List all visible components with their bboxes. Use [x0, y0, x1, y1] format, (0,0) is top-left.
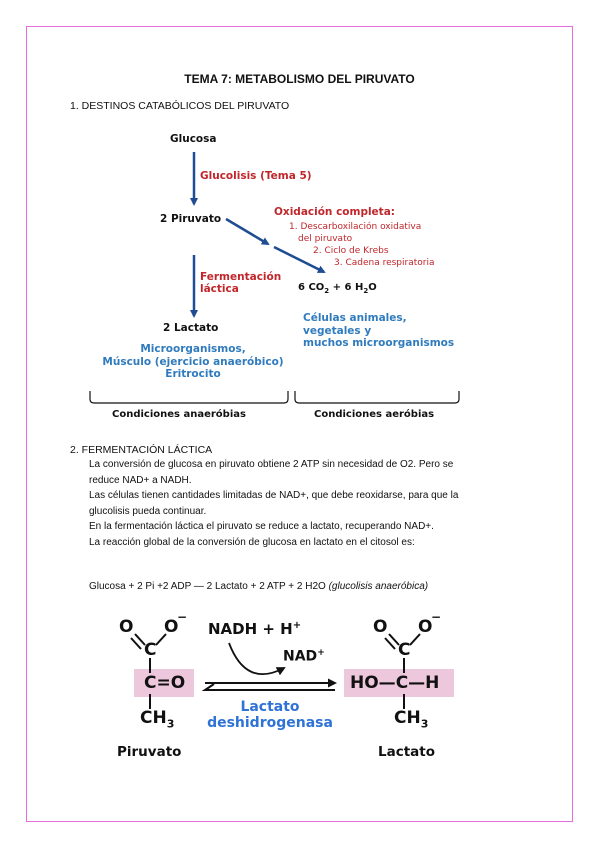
aerobic-products: 6 CO2 + 6 H2O: [298, 282, 377, 295]
lactate-c-alcohol: HO—C—H: [350, 673, 439, 693]
fermentation-line-2: láctica: [200, 283, 239, 295]
aerobic-conditions-label: Condiciones aeróbias: [314, 409, 435, 420]
anaerobic-organisms: Microorganismos, Músculo (ejercicio anae…: [88, 343, 298, 381]
enzyme-label: Lactato deshidrogenasa: [205, 699, 335, 731]
equation-note: (glucolisis anaeróbica): [328, 581, 429, 592]
lactate-charge: −: [431, 610, 442, 624]
product-h-text: + 6 H: [329, 282, 364, 293]
lactate-c-alcohol-c: C: [395, 673, 409, 693]
pyruvate-c-carbonyl-c: C: [144, 673, 157, 693]
oxidation-step-3: 3. Cadena respiratoria: [334, 258, 435, 268]
product-co-text: 6 CO: [298, 282, 325, 293]
lactate-ho-group: HO—: [350, 673, 396, 693]
paragraph-line-4: glucolisis pueda continuar.: [89, 505, 207, 517]
section-2-heading: 2. FERMENTACIÓN LÁCTICA: [70, 444, 213, 456]
lactate-h-group: —H: [408, 673, 440, 693]
aerobic-brace: [294, 391, 460, 404]
aerobic-organisms-line-2: vegetales y: [303, 324, 372, 337]
anaerobic-organisms-line-3: Eritrocito: [165, 368, 221, 380]
aerobic-organisms-line-3: muchos microorganismos: [303, 337, 455, 349]
lactate-name: Lactato: [378, 744, 436, 760]
glucose-label: Glucosa: [170, 133, 217, 145]
pyruvate-carbonyl-group: =O: [156, 673, 186, 693]
pyruvate-methyl: CH3: [140, 708, 174, 730]
product-sub-2: 2: [363, 287, 369, 295]
aerobic-organisms-line-1: Células animales,: [303, 312, 407, 324]
nadh-text: NADH + H: [208, 620, 293, 638]
section-2-paragraph: La conversión de glucosa en piruvato obt…: [89, 457, 458, 550]
nadh-label: NADH + H+: [208, 620, 301, 638]
aerobic-organisms: Células animales, vegetales y muchos mic…: [303, 312, 454, 350]
lactate-methyl-sub: 3: [420, 717, 429, 731]
pyruvate-highlight: [134, 669, 194, 697]
pyruvate-double-bond-b: [130, 637, 142, 650]
lactate-double-bond-b: [384, 637, 396, 650]
enzyme-line-1: Lactato: [240, 699, 300, 715]
global-equation: Glucosa + 2 Pi +2 ADP — 2 Lactato + 2 AT…: [89, 581, 428, 592]
anaerobic-brace: [89, 391, 289, 404]
lactate-double-bond-a: [388, 633, 400, 646]
paragraph-line-1: La conversión de glucosa en piruvato obt…: [89, 459, 454, 470]
fermentation-label: Fermentación láctica: [200, 271, 281, 295]
nadh-charge: +: [292, 620, 302, 631]
page-border: [26, 26, 573, 822]
pyruvate-c-carboxyl: C: [144, 640, 157, 660]
lactate-methyl: CH3: [394, 708, 428, 730]
product-sub-1: 2: [324, 287, 330, 295]
lactate-o-right: O: [418, 617, 433, 637]
pyruvate-o-minus-bond: [155, 633, 167, 646]
nadh-curved-arrow: [228, 642, 286, 676]
pyruvate-o-right: O: [164, 617, 179, 637]
paragraph-line-5: En la fermentación láctica el piruvato s…: [89, 521, 434, 532]
product-o-text: O: [368, 282, 377, 293]
anaerobic-conditions-label: Condiciones anaeróbias: [112, 409, 246, 420]
pyruvate-methyl-ch: CH: [140, 708, 167, 728]
enzyme-line-2: deshidrogenasa: [207, 715, 333, 731]
nad-label: NAD+: [283, 648, 325, 665]
pyruvate-name: Piruvato: [117, 744, 182, 760]
lactate-o-left: O: [373, 617, 388, 637]
reverse-arrow: [201, 683, 335, 691]
lactate-label: 2 Lactato: [163, 322, 219, 334]
nad-charge: +: [317, 648, 325, 658]
pyruvate-label: 2 Piruvato: [160, 213, 222, 225]
section-1-heading: 1. DESTINOS CATABÓLICOS DEL PIRUVATO: [70, 100, 290, 112]
paragraph-line-2: reduce NAD+ a NADH.: [89, 474, 192, 486]
anaerobic-organisms-line-2: Músculo (ejercicio anaeróbico): [102, 355, 284, 368]
pyruvate-c-carbonyl: C=O: [144, 673, 185, 693]
pyruvate-charge: −: [177, 610, 188, 624]
lactate-o-minus-bond: [409, 633, 421, 646]
anaerobic-organisms-line-1: Microorganismos,: [140, 343, 246, 355]
pyruvate-o-left: O: [119, 617, 134, 637]
figure-arrows: [89, 152, 460, 404]
paragraph-line-3: Las células tienen cantidades limitadas …: [89, 490, 459, 501]
complete-oxidation-title: Oxidación completa:: [274, 206, 395, 218]
equation-text: Glucosa + 2 Pi +2 ADP — 2 Lactato + 2 AT…: [89, 581, 329, 592]
lactate-highlight: [344, 669, 454, 697]
oxidation-step-1: 1. Descarboxilación oxidativa: [289, 222, 422, 232]
lactate-methyl-ch: CH: [394, 708, 421, 728]
pyruvate-double-bond-a: [134, 633, 146, 646]
pyruvate-methyl-sub: 3: [166, 717, 175, 731]
page-title: TEMA 7: METABOLISMO DEL PIRUVATO: [184, 72, 415, 86]
oxidation-arrow-2: [273, 245, 326, 274]
lactate-c-carboxyl: C: [398, 640, 411, 660]
oxidation-step-1b: del piruvato: [298, 234, 353, 244]
paragraph-line-6: La reacción global de la conversión de g…: [89, 536, 415, 548]
glycolysis-label: Glucolisis (Tema 5): [200, 170, 312, 182]
nad-text: NAD: [283, 648, 318, 665]
fermentation-line-1: Fermentación: [200, 271, 282, 283]
oxidation-step-2: 2. Ciclo de Krebs: [313, 246, 389, 256]
oxidation-arrow-1: [225, 217, 270, 246]
